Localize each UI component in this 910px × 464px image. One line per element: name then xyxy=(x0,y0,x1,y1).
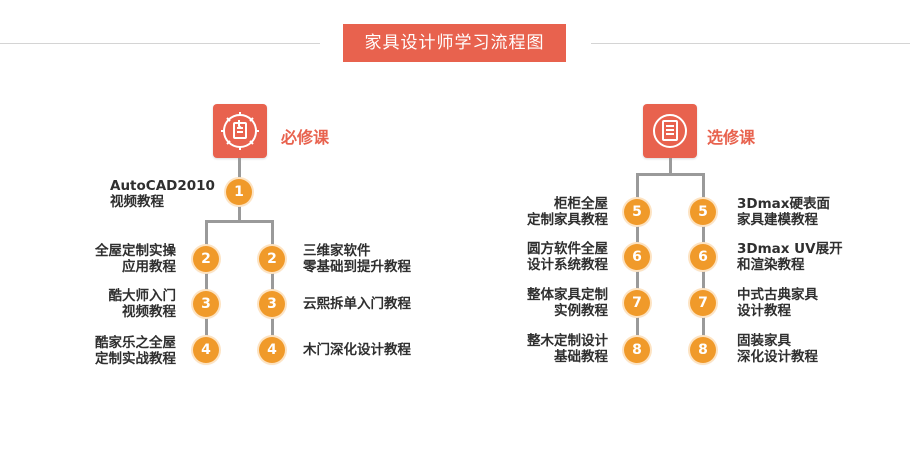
course-name-line: 圆方软件全屋 xyxy=(527,241,608,257)
course-label: 圆方软件全屋 设计系统教程 xyxy=(470,241,608,273)
course-name-line: 零基础到提升教程 xyxy=(303,259,411,275)
course-name-line: 设计系统教程 xyxy=(527,257,608,273)
course-name-line: 设计教程 xyxy=(737,303,791,319)
step-badge: 7 xyxy=(690,290,716,316)
course-name-line: 实例教程 xyxy=(554,303,608,319)
required-stem xyxy=(238,158,241,180)
step-badge: 2 xyxy=(259,246,285,272)
step-badge: 5 xyxy=(624,199,650,225)
course-name-line: 中式古典家具 xyxy=(737,287,818,303)
step-badge: 6 xyxy=(624,244,650,270)
course-label: 整体家具定制 实例教程 xyxy=(470,287,608,319)
course-name-line: 和渲染教程 xyxy=(737,257,805,273)
step-badge: 5 xyxy=(690,199,716,225)
course-label: 3Dmax硬表面 家具建模教程 xyxy=(737,196,830,228)
page-title: 家具设计师学习流程图 xyxy=(343,24,566,62)
course-name-line: 家具建模教程 xyxy=(737,212,818,228)
course-name-line: AutoCAD2010 xyxy=(110,178,215,194)
step-badge: 8 xyxy=(624,337,650,363)
course-name-line: 基础教程 xyxy=(554,349,608,365)
step-badge: 3 xyxy=(193,291,219,317)
step-badge: 1 xyxy=(226,179,252,205)
course-label: 固装家具 深化设计教程 xyxy=(737,333,818,365)
course-label: 木门深化设计教程 xyxy=(303,342,411,358)
required-branch-bar xyxy=(205,220,274,223)
course-name-line: 深化设计教程 xyxy=(737,349,818,365)
step-badge: 4 xyxy=(259,337,285,363)
course-name-line: 定制实战教程 xyxy=(95,351,176,367)
title-divider-left xyxy=(0,43,320,44)
step-badge: 4 xyxy=(193,337,219,363)
course-name-line: 柜柜全屋 xyxy=(554,196,608,212)
elective-branch-bar xyxy=(636,173,705,176)
course-name-line: 三维家软件 xyxy=(303,243,371,259)
course-label: 酷家乐之全屋 定制实战教程 xyxy=(40,335,176,367)
course-name-line: 整体家具定制 xyxy=(527,287,608,303)
course-name-line: 云熙拆单入门教程 xyxy=(303,296,411,312)
course-label-autocad: AutoCAD2010 视频教程 xyxy=(110,178,215,210)
required-course-label: 必修课 xyxy=(281,128,330,147)
step-badge: 8 xyxy=(690,337,716,363)
course-label: 云熙拆单入门教程 xyxy=(303,296,411,312)
course-label: 柜柜全屋 定制家具教程 xyxy=(470,196,608,228)
course-name-line: 3Dmax UV展开 xyxy=(737,241,843,257)
elective-course-label: 选修课 xyxy=(707,128,756,147)
design-settings-icon xyxy=(213,104,267,158)
course-name-line: 木门深化设计教程 xyxy=(303,342,411,358)
course-name-line: 固装家具 xyxy=(737,333,791,349)
course-label: 三维家软件 零基础到提升教程 xyxy=(303,243,411,275)
course-name-line: 3Dmax硬表面 xyxy=(737,196,830,212)
title-divider-right xyxy=(591,43,910,44)
course-label: 整木定制设计 基础教程 xyxy=(470,333,608,365)
step-badge: 3 xyxy=(259,291,285,317)
step-badge: 7 xyxy=(624,290,650,316)
course-name-line: 应用教程 xyxy=(122,259,176,275)
course-name-line: 酷大师入门 xyxy=(108,288,177,304)
course-label: 3Dmax UV展开 和渲染教程 xyxy=(737,241,843,273)
course-name-line: 酷家乐之全屋 xyxy=(95,335,176,351)
course-name-line: 全屋定制实操 xyxy=(95,243,176,259)
course-name-line: 视频教程 xyxy=(110,194,164,210)
elective-stem xyxy=(669,158,672,176)
course-name-line: 整木定制设计 xyxy=(527,333,608,349)
course-label: 中式古典家具 设计教程 xyxy=(737,287,818,319)
required-stem-lower xyxy=(238,204,241,222)
required-right-column-line xyxy=(271,220,274,348)
course-name-line: 视频教程 xyxy=(122,304,176,320)
step-badge: 2 xyxy=(193,246,219,272)
required-left-column-line xyxy=(205,220,208,348)
document-list-icon xyxy=(643,104,697,158)
course-label: 酷大师入门 视频教程 xyxy=(40,288,177,320)
step-badge: 6 xyxy=(690,244,716,270)
course-label: 全屋定制实操 应用教程 xyxy=(40,243,176,275)
course-name-line: 定制家具教程 xyxy=(527,212,608,228)
